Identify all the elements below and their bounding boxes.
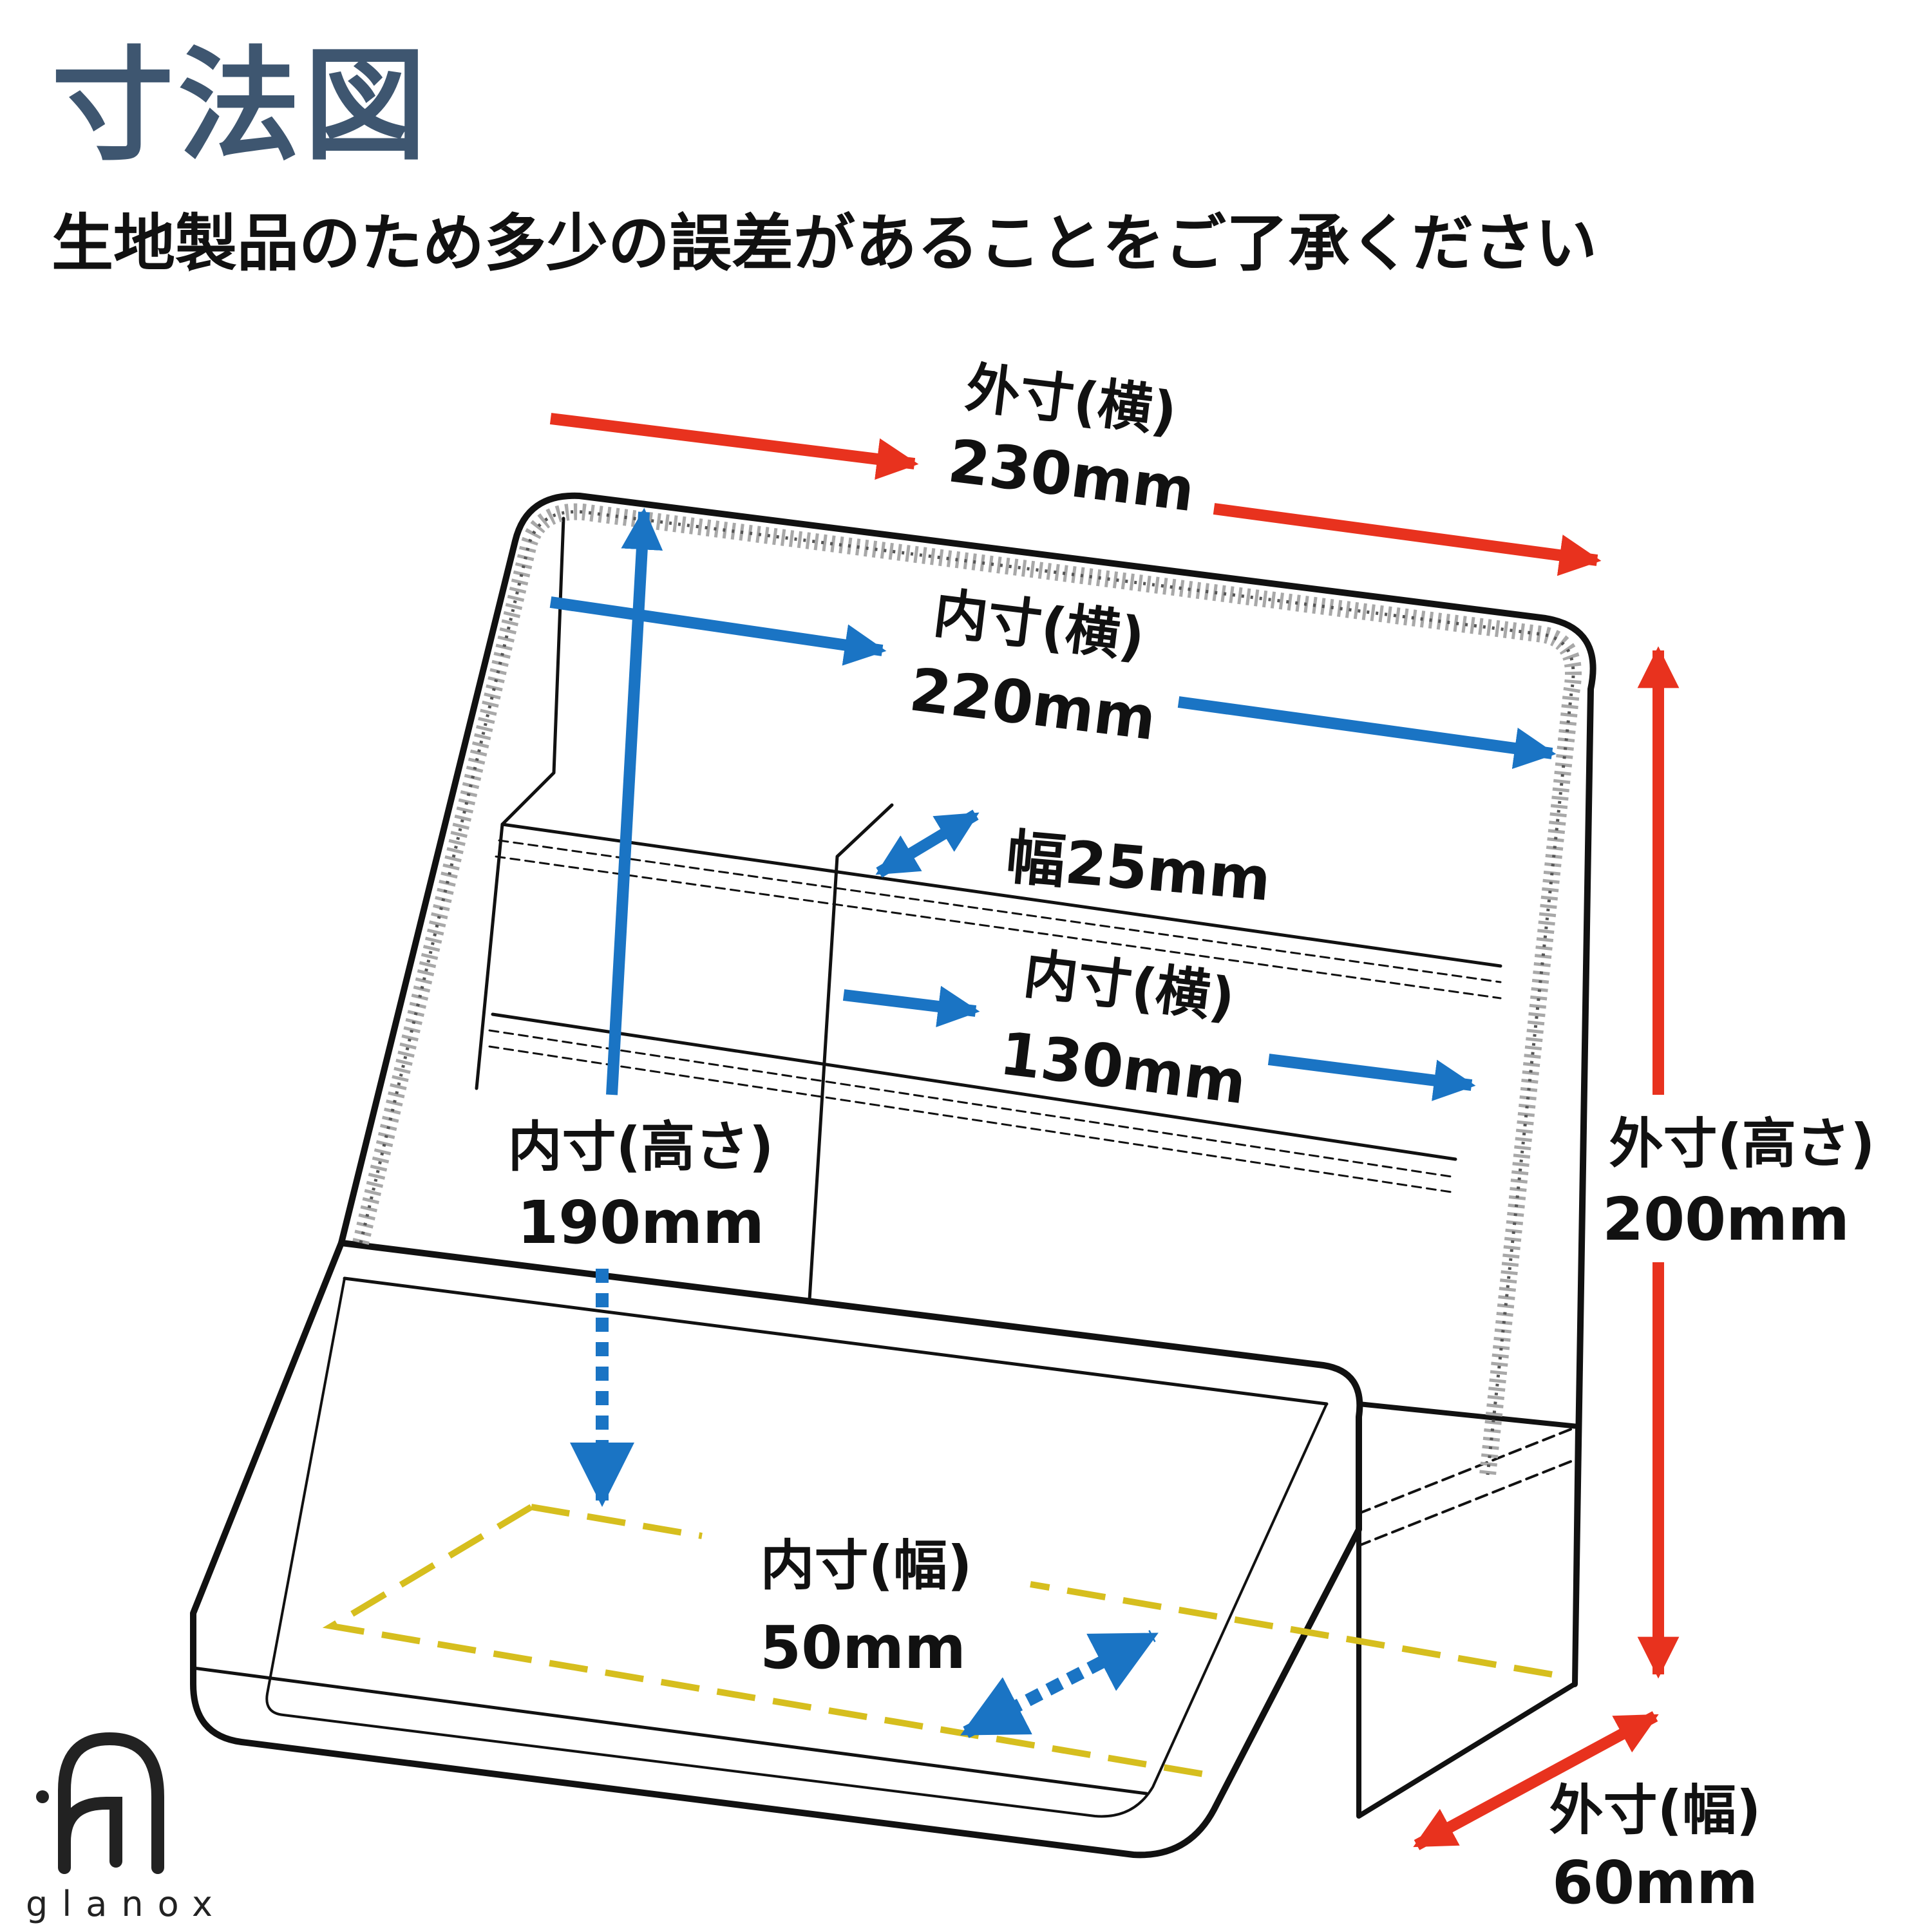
inner-height-label-bg: [496, 1104, 792, 1259]
inner-width-arrow-left: [549, 596, 887, 666]
outer-height-label: 外寸(高さ): [1609, 1112, 1875, 1175]
inner-depth-label: 内寸(幅): [761, 1534, 972, 1597]
zipper-tape: [359, 510, 1575, 1475]
front-pouch-inner-edge: [265, 1277, 1328, 1818]
lower-pocket-stitch: [488, 1029, 1457, 1194]
outer-width-arrow-left: [549, 413, 919, 480]
page-subtitle: 生地製品のため多少の誤差があることをご了承ください: [52, 207, 1597, 279]
dimension-arrows: [549, 413, 1680, 1850]
front-pouch-rim: [343, 1276, 1329, 1406]
side-seam: [1358, 1425, 1579, 1547]
divider-strap: [806, 803, 894, 1322]
brand-logo: glanox: [26, 1732, 227, 1924]
pocket-width-arrow-left: [842, 985, 980, 1028]
back-inner-seam: [475, 516, 565, 1090]
front-pouch-bottom-seam: [191, 1666, 1148, 1795]
inner-height-value: 190mm: [517, 1188, 764, 1257]
dim-inner-height: 内寸(高さ) 190mm: [496, 1104, 792, 1259]
base-outline: [322, 1504, 1553, 1777]
inner-depth-arrow: [960, 1630, 1159, 1738]
side-panel: [1356, 1401, 1580, 1819]
strap-width-arrow: [875, 810, 980, 878]
pocket-width-arrow-right: [1267, 1054, 1476, 1101]
page-title: 寸法図: [52, 35, 431, 177]
inner-depth-value: 50mm: [760, 1613, 966, 1682]
outer-depth-label: 外寸(幅): [1549, 1779, 1761, 1842]
outer-height-value: 200mm: [1602, 1185, 1850, 1254]
logo-dot: [36, 1790, 49, 1803]
outer-depth-value: 60mm: [1552, 1848, 1758, 1917]
inner-height-label: 内寸(高さ): [508, 1115, 774, 1179]
inner-height-arrow: [606, 507, 663, 1095]
lower-pocket-band: [491, 1012, 1457, 1161]
outer-depth-arrow: [1413, 1711, 1659, 1850]
dim-outer-width: 外寸(横) 230mm: [945, 356, 1198, 526]
dim-outer-height: 外寸(高さ) 200mm: [1591, 1101, 1893, 1256]
inner-width-arrow-right: [1177, 696, 1557, 770]
outer-height-label-bg: [1591, 1101, 1893, 1256]
logo-mark: [58, 1732, 164, 1874]
upper-pocket-stitch: [495, 839, 1502, 999]
dim-inner-depth: 内寸(幅) 50mm: [760, 1534, 972, 1682]
dim-outer-depth: 外寸(幅) 60mm: [1549, 1779, 1761, 1917]
upper-pocket-band: [500, 822, 1502, 968]
brand-name: glanox: [26, 1884, 227, 1924]
outer-width-arrow-right: [1213, 503, 1602, 576]
